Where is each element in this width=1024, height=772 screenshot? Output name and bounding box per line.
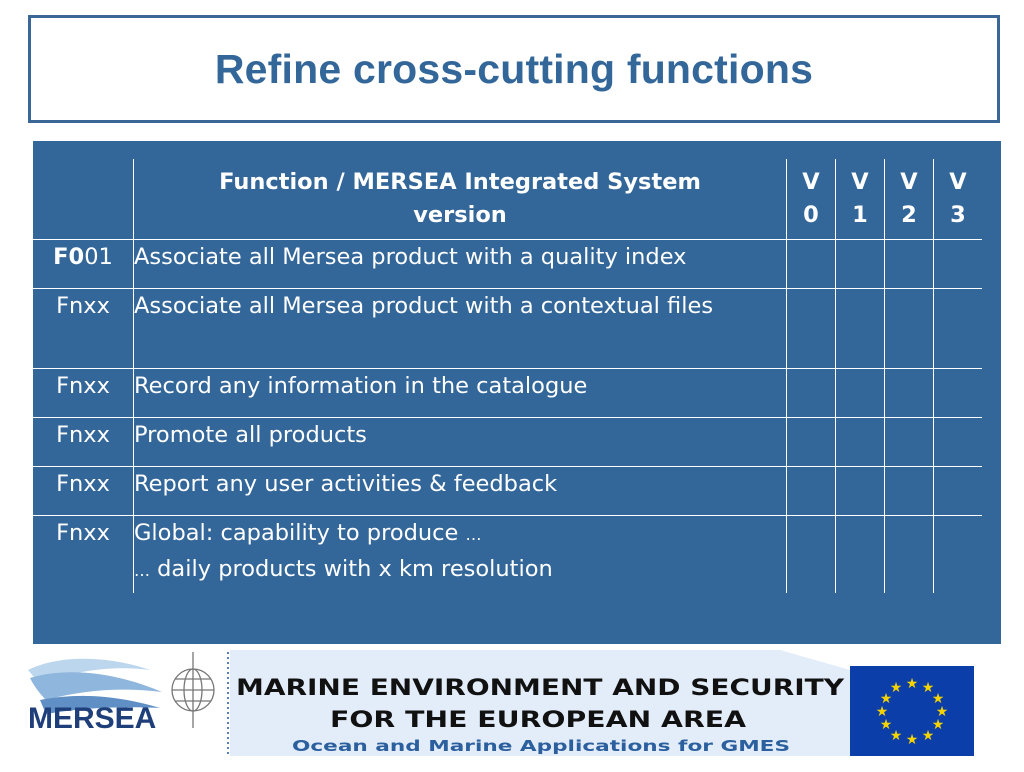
svg-text:★: ★ xyxy=(906,676,919,692)
row-v1-cell xyxy=(835,239,885,289)
footer-banner: MERSEA MARINE ENVIRONMENT AND SECURITY F… xyxy=(0,648,1024,768)
row-v1-cell xyxy=(835,417,885,467)
wave-mid-icon xyxy=(30,672,162,700)
row-v2-cell xyxy=(884,417,934,467)
ellipsis-mark: … xyxy=(134,560,150,580)
row-v2-cell xyxy=(884,466,934,516)
row-v0-cell xyxy=(786,368,836,418)
banner-line-1: MARINE ENVIRONMENT AND SECURITY xyxy=(236,676,845,701)
mersea-logo: MERSEA xyxy=(28,652,215,735)
row-function-cell: Associate all Mersea product with a qual… xyxy=(133,239,787,289)
eu-stars-icon: ★ ★ ★ ★ ★ ★ ★ ★ ★ ★ ★ ★ xyxy=(876,676,949,748)
row-v3-cell xyxy=(933,466,982,516)
content-panel: Function / MERSEA Integrated System vers… xyxy=(33,141,1001,644)
row-id-cell: Fnxx xyxy=(33,368,134,418)
header-v3-cell: V 3 xyxy=(933,159,982,240)
row-function-line-2-text: daily products with x km resolution xyxy=(150,555,553,582)
svg-text:★: ★ xyxy=(880,691,893,707)
header-id-cell xyxy=(33,159,134,240)
table-row: F001 Associate all Mersea product with a… xyxy=(33,239,982,289)
svg-text:★: ★ xyxy=(936,704,949,720)
row-id-cell: Fnxx xyxy=(33,288,134,369)
header-v0-cell: V 0 xyxy=(786,159,836,240)
table-row: Fnxx Promote all products xyxy=(33,417,982,467)
row-v1-cell xyxy=(835,515,885,593)
row-v2-cell xyxy=(884,515,934,593)
header-v2-cell: V 2 xyxy=(884,159,934,240)
row-v3-cell xyxy=(933,515,982,593)
banner-line-3: Ocean and Marine Applications for GMES xyxy=(292,737,790,755)
row-v3-cell xyxy=(933,288,982,369)
header-function-label: Function / MERSEA Integrated System vers… xyxy=(219,169,701,228)
row-id-bold: F0 xyxy=(53,243,85,270)
svg-text:★: ★ xyxy=(932,717,945,733)
banner-background xyxy=(230,650,850,756)
row-function-cell: Record any information in the catalogue xyxy=(133,368,787,418)
svg-text:★: ★ xyxy=(890,680,903,696)
functions-table: Function / MERSEA Integrated System vers… xyxy=(33,159,982,593)
row-function-line-1-text: Global: capability to produce xyxy=(134,519,466,546)
row-function-cell: Report any user activities & feedback xyxy=(133,466,787,516)
header-v1-cell: V 1 xyxy=(835,159,885,240)
svg-text:★: ★ xyxy=(890,728,903,744)
ellipsis-mark: … xyxy=(465,524,482,544)
header-v2-label: V 2 xyxy=(900,169,918,228)
header-v3-label: V 3 xyxy=(949,169,967,228)
table-row: Fnxx Associate all Mersea product with a… xyxy=(33,288,982,369)
table-row: Fnxx Global: capability to produce … … d… xyxy=(33,515,982,593)
table-row: Fnxx Record any information in the catal… xyxy=(33,368,982,418)
row-v3-cell xyxy=(933,417,982,467)
eu-flag: ★ ★ ★ ★ ★ ★ ★ ★ ★ ★ ★ ★ xyxy=(850,666,974,756)
row-v3-cell xyxy=(933,368,982,418)
row-v0-cell xyxy=(786,466,836,516)
globe-icon xyxy=(171,652,215,728)
svg-text:★: ★ xyxy=(922,728,935,744)
wave-light-icon xyxy=(28,658,150,684)
row-v2-cell xyxy=(884,288,934,369)
mersea-logo-text: MERSEA xyxy=(28,702,156,735)
row-v1-cell xyxy=(835,466,885,516)
row-v0-cell xyxy=(786,515,836,593)
svg-text:★: ★ xyxy=(906,732,919,748)
row-v2-cell xyxy=(884,239,934,289)
banner-line-2: FOR THE EUROPEAN AREA xyxy=(330,708,746,733)
row-function-line-2: … daily products with x km resolution xyxy=(134,552,786,588)
svg-text:★: ★ xyxy=(880,717,893,733)
row-id-cell: Fnxx xyxy=(33,466,134,516)
row-function-cell: Global: capability to produce … … daily … xyxy=(133,515,787,593)
row-id-rest: 01 xyxy=(84,243,113,270)
row-function-line-1: Global: capability to produce … xyxy=(134,516,786,552)
eu-flag-background xyxy=(850,666,974,756)
table-header-row: Function / MERSEA Integrated System vers… xyxy=(33,159,982,240)
row-function-cell: Promote all products xyxy=(133,417,787,467)
table-row: Fnxx Report any user activities & feedba… xyxy=(33,466,982,516)
header-v0-label: V 0 xyxy=(802,169,820,228)
row-v3-cell xyxy=(933,239,982,289)
svg-text:★: ★ xyxy=(876,704,889,720)
row-v0-cell xyxy=(786,417,836,467)
header-v1-label: V 1 xyxy=(851,169,869,228)
footer-graphic: MERSEA MARINE ENVIRONMENT AND SECURITY F… xyxy=(28,650,974,756)
header-function-cell: Function / MERSEA Integrated System vers… xyxy=(133,159,787,240)
row-v2-cell xyxy=(884,368,934,418)
row-id-cell: Fnxx xyxy=(33,417,134,467)
row-function-text: Associate all Mersea product with a cont… xyxy=(134,292,714,319)
wave-dark-icon xyxy=(40,695,160,714)
row-v0-cell xyxy=(786,288,836,369)
row-id-cell: F001 xyxy=(33,239,134,289)
row-v1-cell xyxy=(835,368,885,418)
row-function-cell: Associate all Mersea product with a cont… xyxy=(133,288,787,369)
title-box: Refine cross-cutting functions xyxy=(28,15,1000,123)
svg-text:★: ★ xyxy=(922,680,935,696)
svg-text:★: ★ xyxy=(932,691,945,707)
row-v0-cell xyxy=(786,239,836,289)
row-id-cell: Fnxx xyxy=(33,515,134,593)
slide-title: Refine cross-cutting functions xyxy=(214,45,814,92)
row-v1-cell xyxy=(835,288,885,369)
